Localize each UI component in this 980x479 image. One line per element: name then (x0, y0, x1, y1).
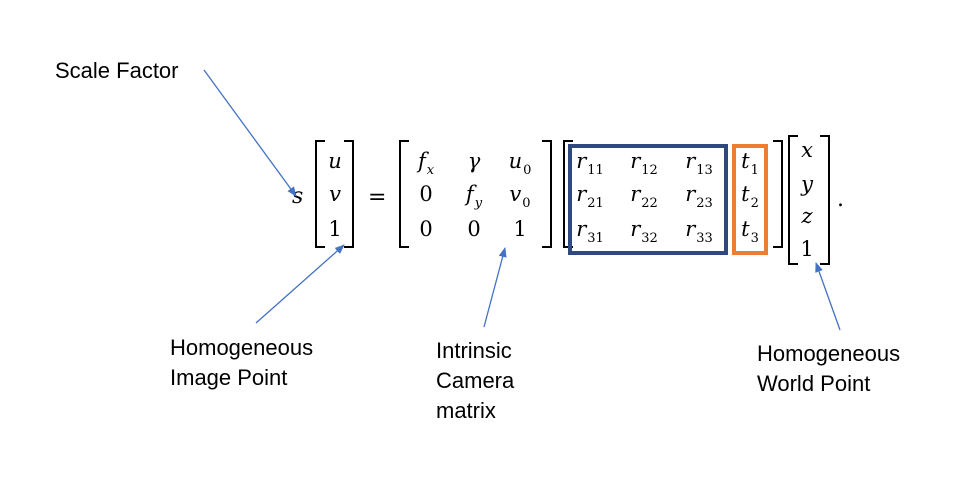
intrinsic-entry: 0 (419, 182, 433, 206)
rotation-entry: r22 (630, 182, 658, 211)
image-vector-entry: 1 (328, 217, 342, 241)
intrinsic-entry: 0 (419, 217, 433, 241)
intrinsic-entry: v0 (509, 182, 531, 211)
intrinsic-arrow (483, 247, 507, 328)
rotation-entry: r11 (576, 149, 604, 178)
image-vector-entry: u (328, 149, 342, 173)
rotation-entry: r12 (630, 149, 658, 178)
world-point-label: Homogeneous World Point (757, 339, 900, 399)
intrinsic-line-2: Camera (436, 368, 515, 393)
translation-entry: t1 (741, 149, 759, 178)
rotation-entry: r13 (685, 149, 713, 178)
image-vector-right-bracket (344, 140, 354, 248)
image-point-line-1: Homogeneous (170, 335, 314, 360)
scale-factor-label: Scale Factor (55, 56, 179, 86)
intrinsic-left-bracket (399, 140, 409, 248)
intrinsic-right-bracket (542, 140, 552, 248)
intrinsic-entry: u0 (508, 149, 532, 178)
world-point-line-1: Homogeneous (757, 341, 901, 366)
image-vector-entry: v (329, 182, 341, 206)
translation-entry: t2 (741, 182, 759, 211)
intrinsic-entry: fy (465, 182, 483, 211)
rotation-entry: r31 (576, 217, 604, 246)
extrinsic-right-bracket (773, 140, 783, 248)
scale-symbol: s (292, 184, 304, 209)
world-point-line-2: World Point (757, 371, 871, 396)
scale-factor-text: Scale Factor (55, 58, 179, 83)
rotation-entry: r23 (685, 182, 713, 211)
world-vector-entry: y (801, 172, 813, 196)
intrinsic-entry: fx (417, 149, 435, 178)
image-point-line-2: Image Point (170, 365, 288, 390)
image-point-arrow (255, 244, 345, 324)
world-vector-entry: x (801, 138, 813, 162)
intrinsic-entry: 1 (513, 217, 527, 241)
world-vector-left-bracket (788, 135, 798, 265)
translation-entry: t3 (741, 217, 759, 246)
world-vector-entry: 1 (800, 237, 814, 261)
world-point-arrow (815, 262, 841, 331)
equation-period: . (837, 187, 844, 212)
rotation-entry: r33 (685, 217, 713, 246)
translation-highlight-box (732, 144, 768, 255)
intrinsic-label: Intrinsic Camera matrix (436, 336, 514, 426)
rotation-entry: r32 (630, 217, 658, 246)
world-vector-right-bracket (820, 135, 830, 265)
rotation-entry: r21 (576, 182, 604, 211)
intrinsic-line-3: matrix (436, 398, 496, 423)
world-vector-entry: z (801, 204, 813, 228)
rotation-highlight-box (568, 144, 728, 255)
intrinsic-entry: 0 (467, 217, 481, 241)
image-vector-left-bracket (315, 140, 325, 248)
image-point-label: Homogeneous Image Point (170, 333, 313, 393)
intrinsic-entry: γ (467, 149, 481, 173)
scale-factor-arrow (203, 69, 297, 197)
intrinsic-line-1: Intrinsic (436, 338, 512, 363)
equals-sign: = (368, 185, 387, 210)
